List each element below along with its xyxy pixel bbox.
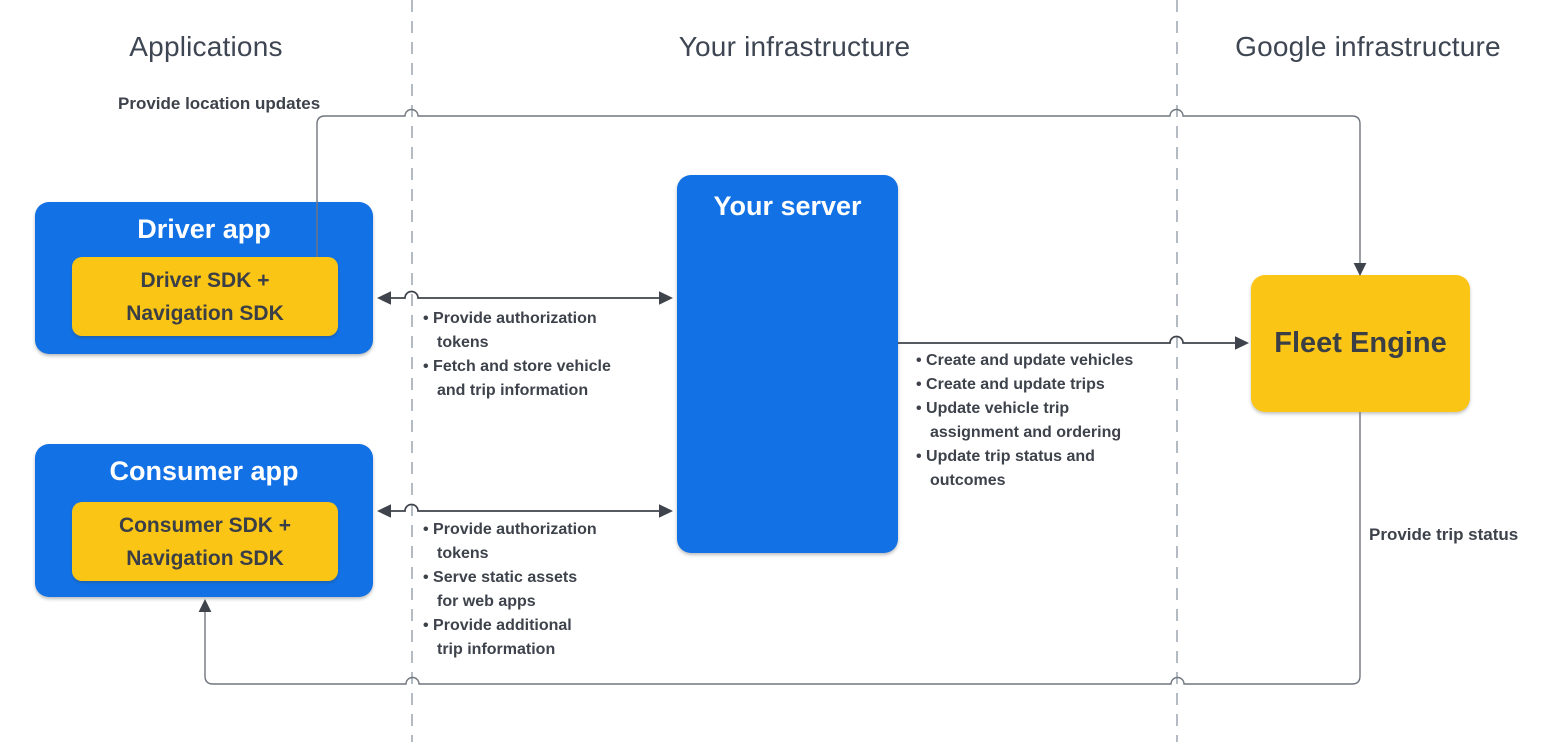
fleet-engine-box: Fleet Engine (1251, 275, 1470, 412)
consumer-sdk-box: Consumer SDK + Navigation SDK (72, 502, 338, 581)
consumer-app-box: Consumer app Consumer SDK + Navigation S… (35, 444, 373, 597)
list-item: Update trip status and outcomes (916, 445, 1166, 493)
edge-consumer-server (377, 503, 673, 518)
label-provide-trip-status: Provide trip status (1369, 525, 1519, 544)
driver-app-box: Driver app Driver SDK + Navigation SDK (35, 202, 373, 354)
list-item: Fetch and store vehicle and trip informa… (423, 355, 648, 403)
arrowhead-into-your-server-lower (659, 504, 673, 518)
driver-server-bullet-list: Provide authorization tokensFetch and st… (423, 307, 648, 403)
consumer-server-bullet-list: Provide authorization tokensServe static… (423, 518, 648, 662)
list-item: Create and update trips (916, 373, 1166, 397)
list-item: Create and update vehicles (916, 349, 1166, 373)
edge-server-fleet (898, 335, 1249, 350)
arrowhead-into-consumer-app-side (377, 504, 391, 518)
your-server-title: Your server (713, 191, 862, 221)
arrowhead-into-consumer-app (198, 599, 212, 612)
server-fleet-bullet-list: Create and update vehiclesCreate and upd… (916, 349, 1166, 493)
list-item: Serve static assets for web apps (423, 566, 648, 614)
your-server-box: Your server (677, 175, 898, 553)
list-item: Provide authorization tokens (423, 518, 648, 566)
column-header-your-infrastructure: Your infrastructure (678, 31, 911, 62)
consumer-app-title: Consumer app (109, 456, 299, 486)
driver-sdk-box: Driver SDK + Navigation SDK (72, 257, 338, 336)
driver-app-title: Driver app (137, 214, 271, 244)
label-provide-location-updates: Provide location updates (118, 94, 321, 113)
column-header-applications: Applications (129, 31, 283, 62)
fleet-engine-title: Fleet Engine (1274, 327, 1447, 359)
arrowhead-into-your-server-upper (659, 291, 673, 305)
arrowhead-into-fleet-engine-side (1235, 336, 1249, 350)
list-item: Update vehicle trip assignment and order… (916, 397, 1166, 445)
column-header-google-infrastructure: Google infrastructure (1235, 31, 1501, 62)
list-item: Provide additional trip information (423, 614, 648, 662)
edge-driver-server (377, 290, 673, 305)
arrowhead-into-driver-app (377, 291, 391, 305)
list-item: Provide authorization tokens (423, 307, 648, 355)
